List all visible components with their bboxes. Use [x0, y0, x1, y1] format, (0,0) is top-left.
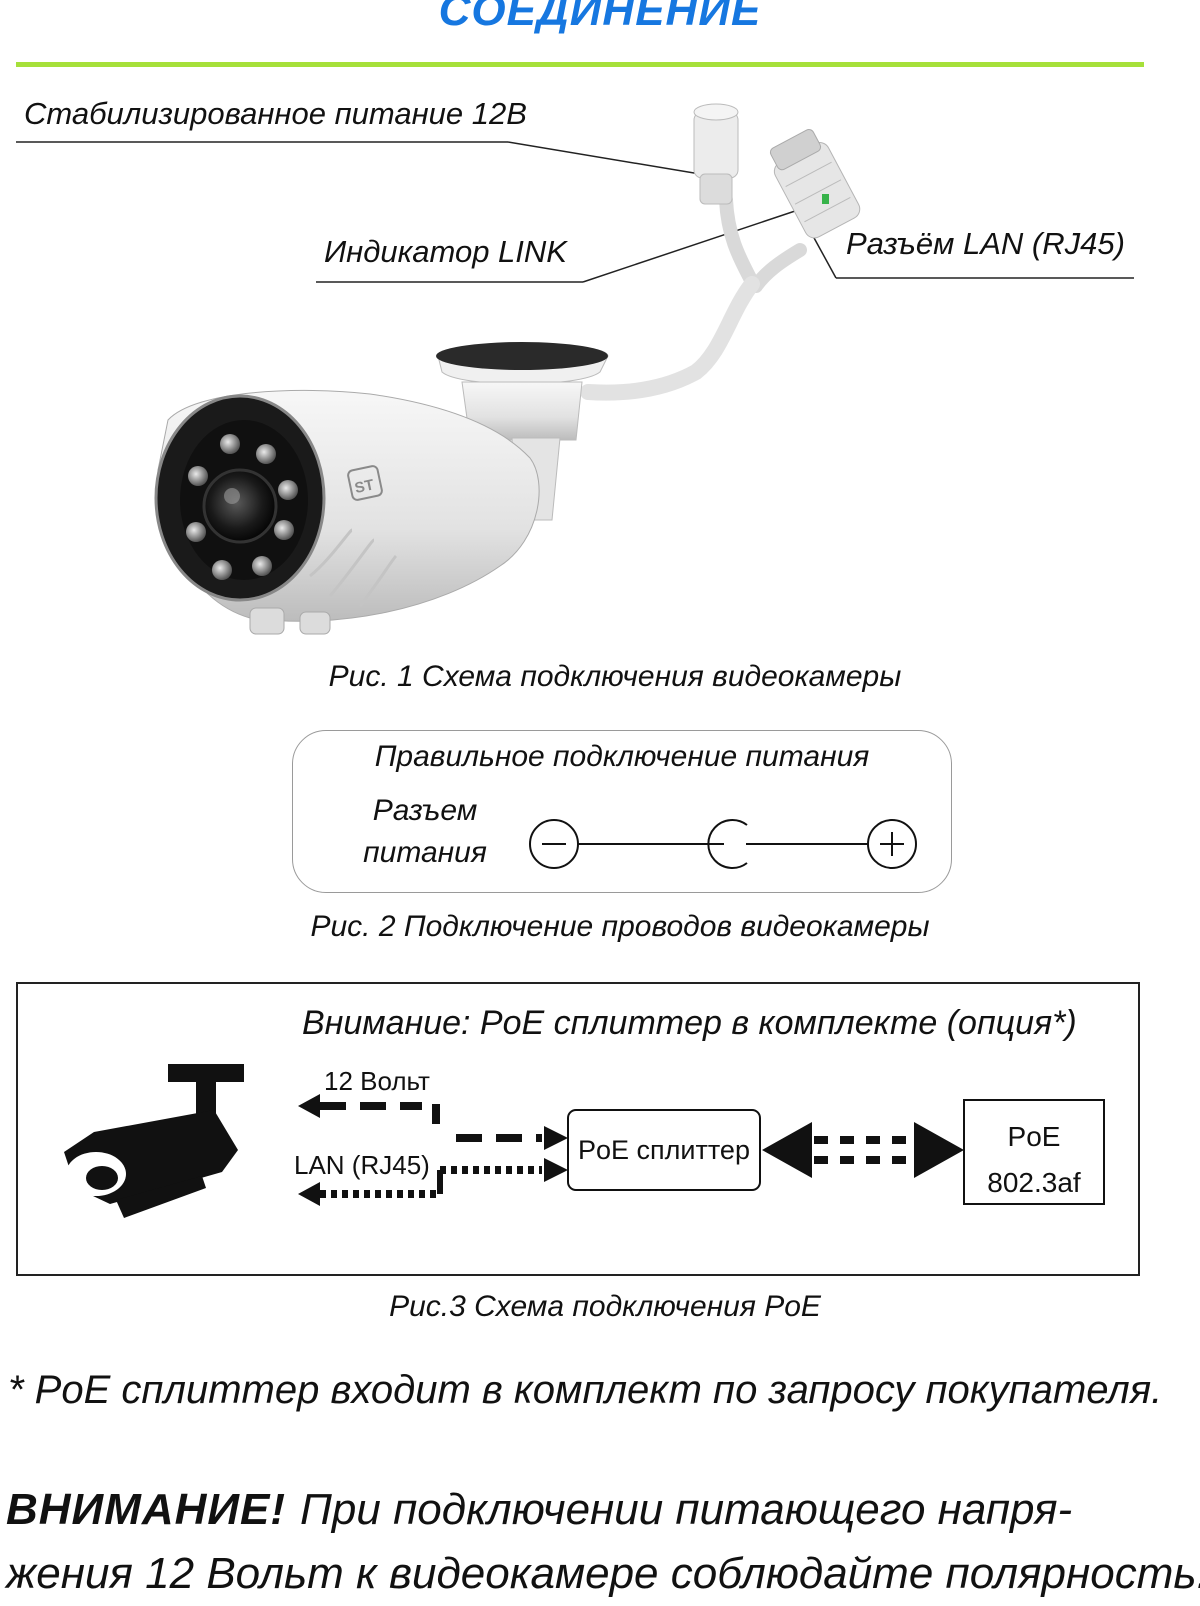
callout-power-label: Стабилизированное питание 12В — [24, 96, 527, 131]
polarity-box — [292, 730, 952, 893]
lan-cable — [749, 243, 807, 293]
warning-line1: ВНИМАНИЕ! При подключении питающего напря… — [6, 1478, 1200, 1542]
poe-source-box — [963, 1099, 1105, 1205]
poe-label-line2: 802.3af — [987, 1167, 1081, 1198]
connector-label-line1: Разъем — [372, 794, 478, 827]
joined-cable — [580, 276, 760, 401]
title-divider — [16, 62, 1144, 67]
splitter-label: PoE сплиттер — [578, 1135, 750, 1165]
center-pin-icon — [707, 819, 748, 869]
poe-diagram: 12 Вольт LAN (RJ45) PoE сплиттер PoE 802… — [64, 1064, 1105, 1218]
minus-terminal-icon — [529, 819, 579, 869]
callout-lan-label: Разъём LAN (RJ45) — [846, 226, 1125, 261]
figure1-caption: Рис. 1 Схема подключения видеокамеры — [328, 660, 902, 693]
poe-splitter-box — [567, 1109, 761, 1191]
poe-title: Внимание: PoE сплиттер в комплекте (опци… — [302, 1004, 1077, 1042]
link-indicator-led — [822, 194, 829, 204]
camera-connection-figure: ST — [16, 103, 1134, 635]
ir-led — [186, 522, 206, 542]
poe-box — [16, 982, 1140, 1276]
ir-led — [278, 480, 298, 500]
warning-text-line2: жения 12 Вольт к видеокамере соблюдайте … — [6, 1549, 1200, 1598]
plus-terminal-icon — [867, 819, 917, 869]
figure2-caption: Рис. 2 Подключение проводов видеокамеры — [310, 910, 930, 943]
figure3-caption: Рис.3 Схема подключения PoE — [389, 1290, 821, 1323]
rj45-connector — [769, 129, 861, 239]
warning-bold: ВНИМАНИЕ! — [6, 1485, 287, 1534]
dc-power-connector — [693, 103, 739, 205]
callout-leader-power — [507, 141, 713, 177]
ir-led — [188, 466, 208, 486]
ir-led — [212, 560, 232, 580]
page-title: СОЕДИНЕНИЕ — [438, 0, 762, 35]
polarity-diagram — [529, 819, 917, 869]
callout-leader-link — [582, 199, 829, 283]
power-cable — [719, 193, 759, 289]
ir-led — [256, 444, 276, 464]
ir-led — [220, 434, 240, 454]
callout-leader-lan — [812, 235, 837, 279]
camera-lens — [202, 468, 278, 544]
label-lan: LAN (RJ45) — [294, 1150, 430, 1180]
label-12v: 12 Вольт — [324, 1066, 430, 1096]
footnote: * PoE сплиттер входит в комплект по запр… — [8, 1368, 1163, 1412]
connector-label-line2: питания — [363, 836, 487, 869]
warning-text-line1: При подключении питающего напря- — [300, 1485, 1073, 1534]
polarity-title: Правильное подключение питания — [374, 740, 870, 773]
ir-led — [274, 520, 294, 540]
camera-logo: ST — [353, 476, 375, 497]
camera-pictogram-icon — [64, 1064, 244, 1218]
ir-led — [252, 556, 272, 576]
warning-block: ВНИМАНИЕ! При подключении питающего напря… — [6, 1478, 1200, 1606]
callout-link-label: Индикатор LINK — [324, 234, 567, 269]
poe-label-line1: PoE — [1008, 1121, 1061, 1152]
camera-body: ST — [154, 389, 540, 635]
